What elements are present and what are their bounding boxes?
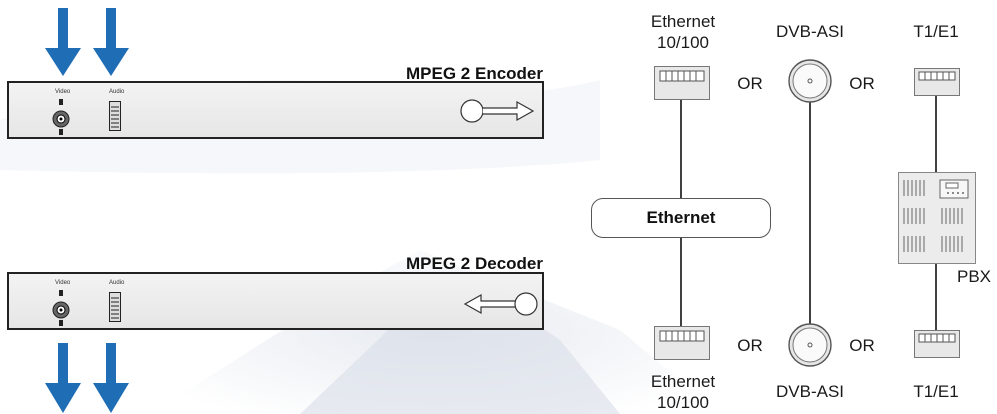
bottom-t1e1-port-icon [914, 330, 960, 358]
bottom-rj45-port-icon [654, 326, 710, 360]
audio-label: Audio [109, 280, 125, 286]
ethernet-network-box: Ethernet [591, 198, 771, 238]
pbx-cabinet-icon [898, 172, 976, 264]
video-label: Video [55, 280, 71, 286]
video-label: Video [55, 89, 71, 95]
bottom-t1e1-label: T1/E1 [913, 382, 959, 401]
encoder-panel: Video Audio [7, 81, 544, 139]
top-rj45-port-icon [654, 66, 710, 100]
top-or-1: OR [737, 74, 763, 93]
decoder-panel: Video Audio [7, 272, 544, 330]
bottom-or-1: OR [737, 336, 763, 355]
top-dvb-asi-label: DVB-ASI [775, 22, 845, 41]
video-bnc-icon [52, 290, 70, 326]
top-t1e1-label: T1/E1 [913, 22, 959, 41]
top-ethernet-label: Ethernet 10/100 [650, 12, 716, 52]
output-connector-icon [460, 99, 535, 123]
audio-label: Audio [109, 89, 125, 95]
output-arrows [45, 343, 129, 413]
top-or-2: OR [849, 74, 875, 93]
audio-port-icon [109, 292, 121, 322]
bottom-or-2: OR [849, 336, 875, 355]
pbx-label: PBX [956, 267, 992, 286]
bottom-dvb-asi-label: DVB-ASI [775, 382, 845, 401]
audio-port-icon [109, 101, 121, 131]
top-t1e1-port-icon [914, 68, 960, 96]
top-bnc-connector-icon [788, 59, 832, 103]
bottom-bnc-connector-icon [788, 323, 832, 367]
decoder-title: MPEG 2 Decoder [406, 254, 543, 273]
bottom-ethernet-label: Ethernet 10/100 [650, 372, 716, 412]
encoder-title: MPEG 2 Encoder [406, 64, 543, 83]
input-arrows [45, 8, 129, 76]
video-bnc-icon [52, 99, 70, 135]
input-connector-icon [463, 292, 538, 316]
